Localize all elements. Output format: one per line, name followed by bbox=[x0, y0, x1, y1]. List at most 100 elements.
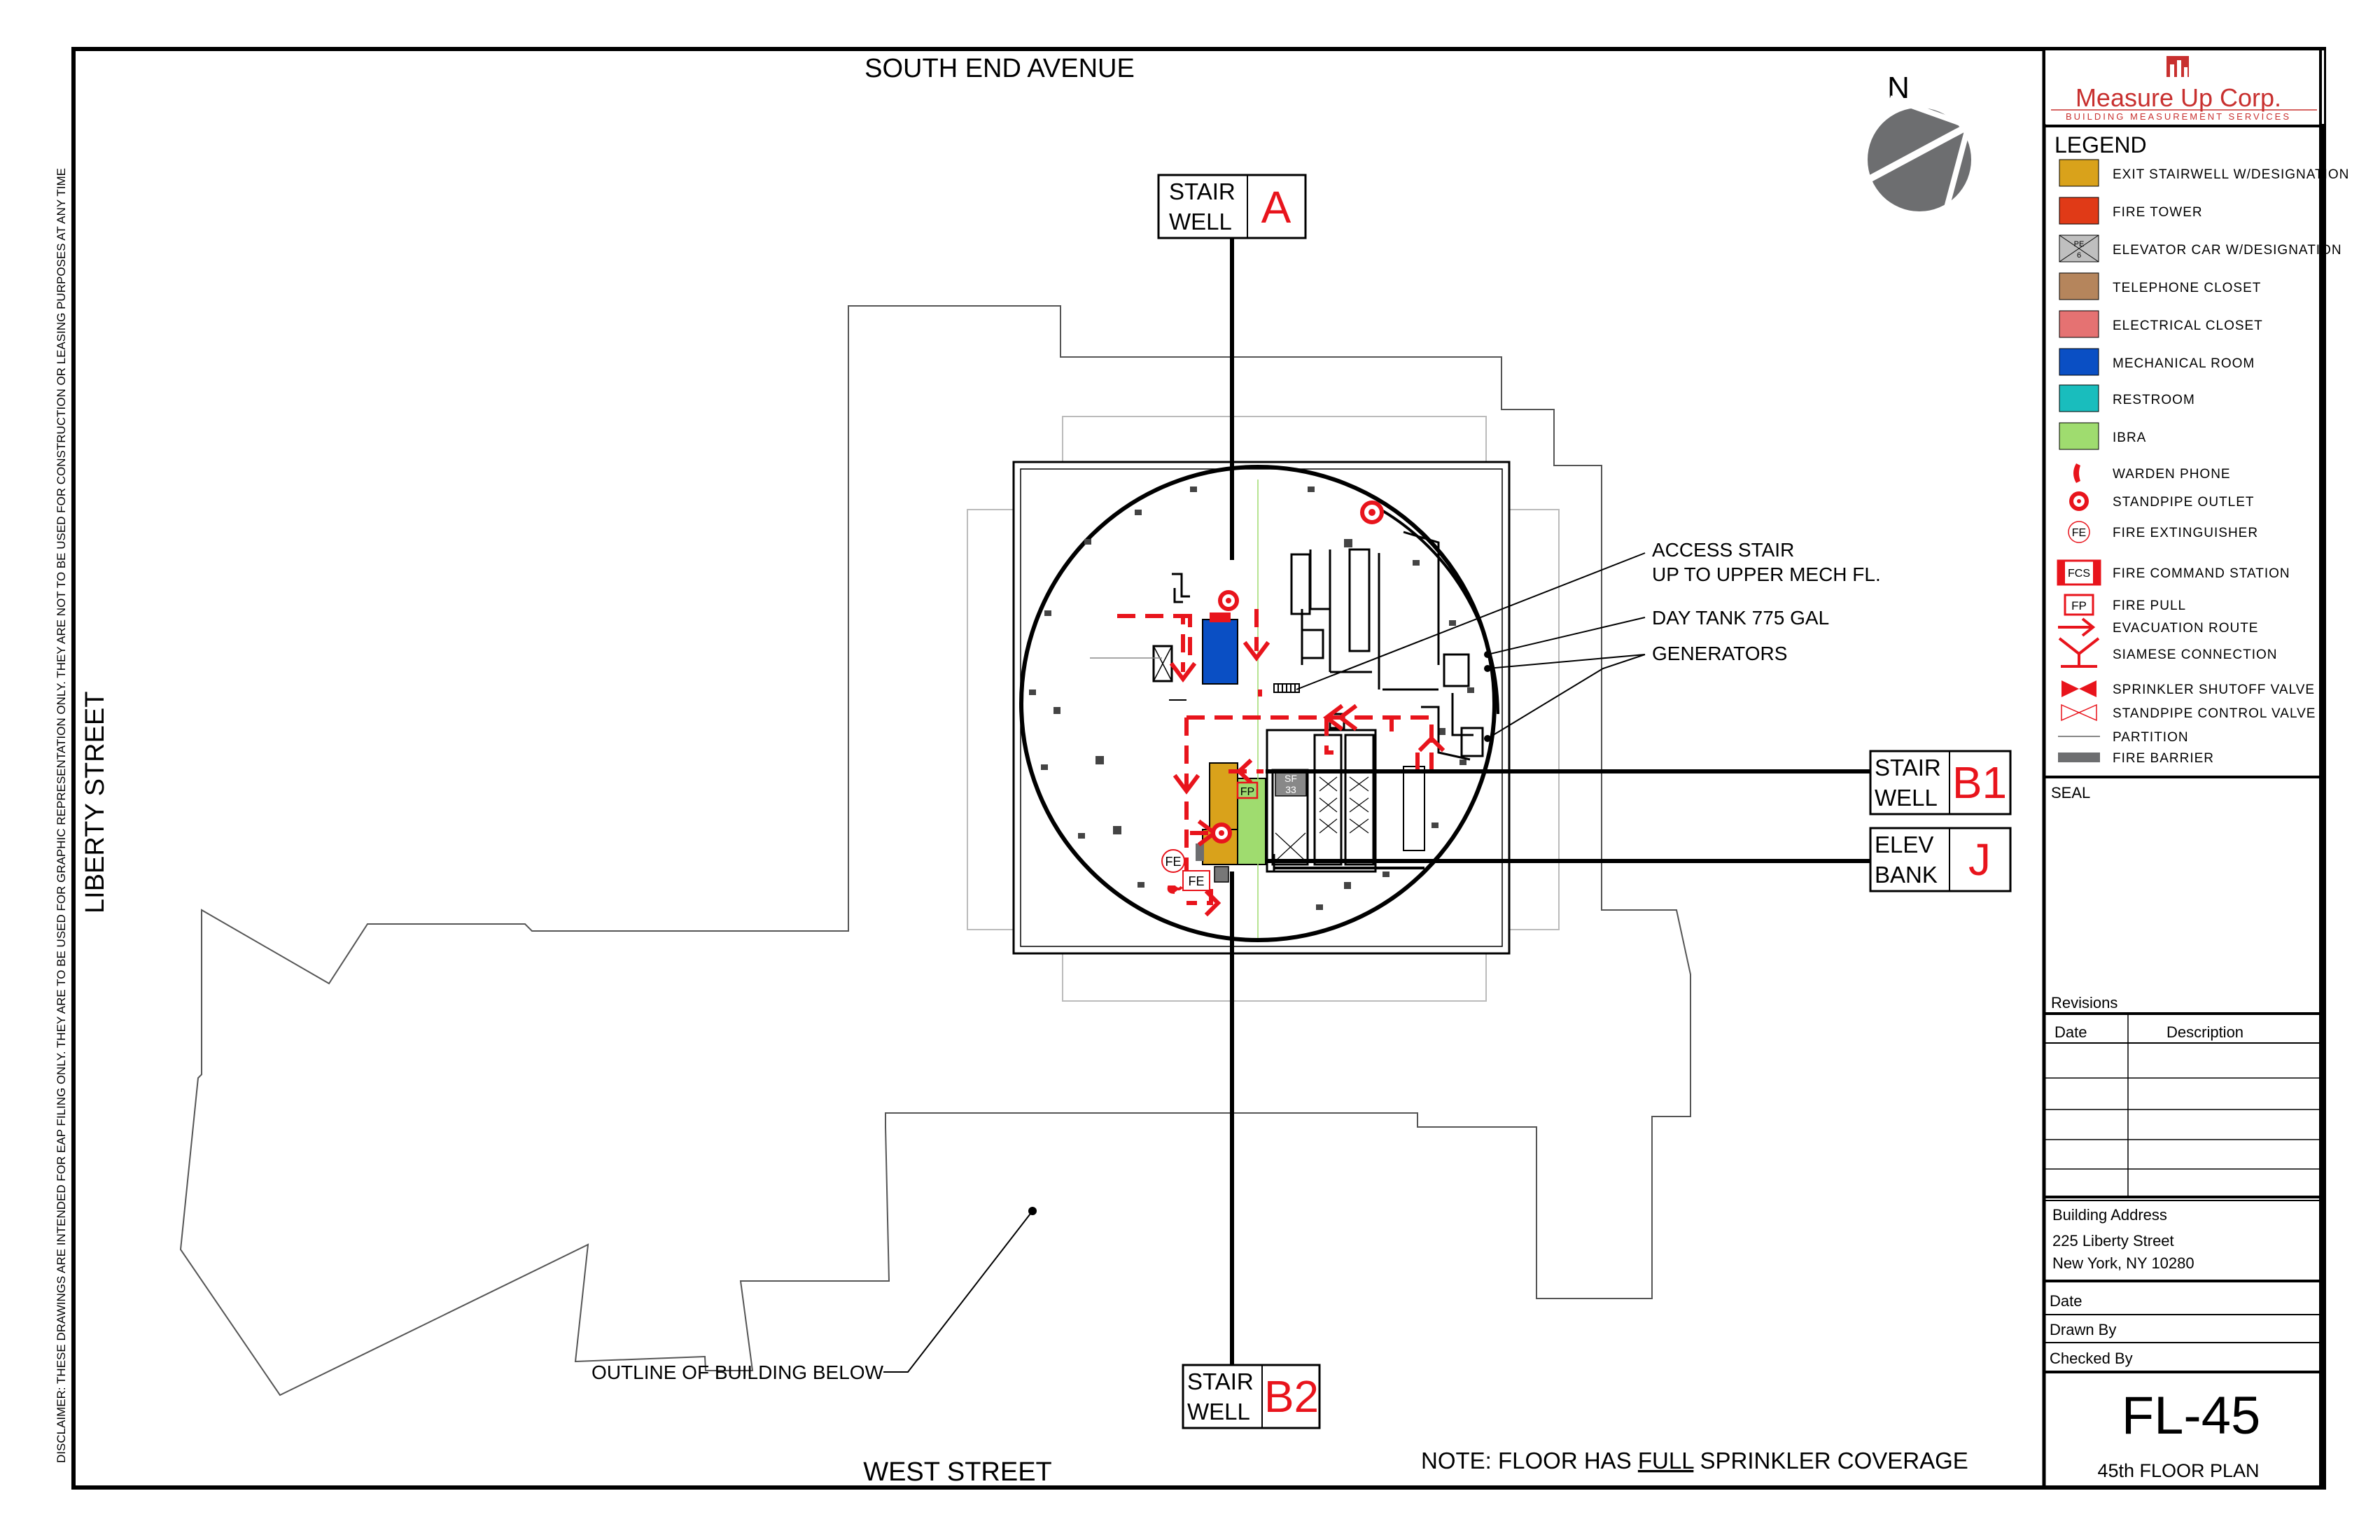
column-markers bbox=[1029, 486, 1474, 910]
legend-label: EVACUATION ROUTE bbox=[2113, 621, 2258, 636]
callout-b1-line1: STAIR bbox=[1875, 755, 1941, 780]
callout-a-line2: WELL bbox=[1169, 209, 1232, 234]
standpipe-outlet-3 bbox=[1211, 822, 1232, 844]
mechanical-room bbox=[1202, 619, 1238, 685]
callout-b1-id: B1 bbox=[1952, 757, 2007, 808]
signoff-date: Date bbox=[2050, 1292, 2082, 1310]
seal-label: SEAL bbox=[2051, 784, 2090, 802]
legend-swatch bbox=[2059, 310, 2099, 338]
outline-dot bbox=[1028, 1207, 1037, 1215]
generators-label: GENERATORS bbox=[1652, 643, 1787, 664]
legend-swatch bbox=[2059, 422, 2099, 450]
legend-label: ELEVATOR CAR W/DESIGNATION bbox=[2113, 243, 2342, 258]
company-name: Measure Up Corp. bbox=[2076, 83, 2281, 112]
floor-circle bbox=[1019, 465, 1497, 942]
legend-row: MECHANICAL ROOM bbox=[2059, 348, 2254, 376]
fire-pull-label: FP bbox=[1240, 786, 1254, 798]
legend-row: IBRA bbox=[2059, 422, 2146, 450]
elevator: PE6 bbox=[2059, 234, 2099, 262]
fire-barrier-mark bbox=[1196, 844, 1204, 861]
signoff-checked: Checked By bbox=[2050, 1350, 2133, 1367]
day-tank-dot bbox=[1484, 651, 1491, 658]
callout-j-id: J bbox=[1968, 834, 1991, 885]
northeast-arc bbox=[1370, 503, 1499, 715]
legend-row: EVACUATION ROUTE bbox=[2058, 617, 2258, 637]
fire-pull-marker bbox=[1236, 781, 1259, 799]
legend-label: IBRA bbox=[2113, 430, 2146, 445]
access-stair-label-1: ACCESS STAIR bbox=[1652, 539, 1794, 561]
revisions-col-desc: Description bbox=[2166, 1023, 2244, 1041]
fcs-icon: FCS bbox=[2057, 559, 2101, 586]
callout-b1-line2: WELL bbox=[1875, 785, 1938, 811]
legend-label: FIRE TOWER bbox=[2113, 205, 2203, 220]
legend-row: SPRINKLER SHUTOFF VALVE bbox=[2062, 680, 2314, 697]
callout-b2-line1: STAIR bbox=[1187, 1368, 1254, 1394]
outline-label: OUTLINE OF BUILDING BELOW bbox=[592, 1362, 884, 1383]
callout-a-line1: STAIR bbox=[1169, 178, 1236, 204]
legend-row: STANDPIPE OUTLET bbox=[2069, 491, 2255, 511]
exit-stairwell-b1 bbox=[1209, 762, 1238, 830]
signoff-drawn: Drawn By bbox=[2050, 1321, 2116, 1338]
legend-label: TELEPHONE CLOSET bbox=[2113, 281, 2261, 295]
legend-row: RESTROOM bbox=[2059, 384, 2195, 412]
extinguisher-icon: FE bbox=[2068, 521, 2090, 543]
legend-sym: FP bbox=[2071, 599, 2087, 612]
annotation-leaders bbox=[883, 552, 1646, 1373]
legend-row: PARTITION bbox=[2058, 730, 2188, 745]
generator-dot-2 bbox=[1484, 735, 1491, 742]
legend-title: LEGEND bbox=[2054, 132, 2147, 158]
callout-a-id: A bbox=[1261, 182, 1292, 232]
street-west-label: LIBERTY STREET bbox=[80, 692, 110, 913]
sheet-number: FL-45 bbox=[2122, 1386, 2261, 1446]
telephone-closet bbox=[1214, 866, 1229, 883]
sprinkler-note: NOTE: FLOOR HAS FULL SPRINKLER COVERAGE bbox=[1421, 1448, 1968, 1474]
legend-label: FIRE COMMAND STATION bbox=[2113, 566, 2290, 581]
legend-label: SIAMESE CONNECTION bbox=[2113, 648, 2277, 662]
legend-label: RESTROOM bbox=[2113, 393, 2195, 407]
sheet-title: 45th FLOOR PLAN bbox=[2097, 1460, 2259, 1481]
legend-row: TELEPHONE CLOSET bbox=[2059, 272, 2261, 300]
address-label: Building Address bbox=[2052, 1206, 2167, 1224]
legend-row: STANDPIPE CONTROL VALVE bbox=[2061, 704, 2315, 722]
address-line2: New York, NY 10280 bbox=[2052, 1254, 2194, 1272]
standpipe-outlet-2 bbox=[1360, 500, 1384, 524]
evac-icon bbox=[2058, 617, 2096, 637]
siamese-icon bbox=[2058, 637, 2100, 668]
standpipe-outlet-1 bbox=[1218, 590, 1239, 611]
callout-stair-b1: STAIR WELL B1 bbox=[1869, 750, 2012, 816]
disclaimer-text: DISCLAIMER: THESE DRAWINGS ARE INTENDED … bbox=[55, 168, 68, 1463]
legend-label: ELECTRICAL CLOSET bbox=[2113, 318, 2263, 333]
phone-icon bbox=[2073, 463, 2080, 483]
revisions-table bbox=[2044, 1014, 2320, 1197]
callout-elev-j: ELEV BANK J bbox=[1869, 827, 2012, 892]
sf-box bbox=[1275, 771, 1307, 797]
fire-extinguisher-label-2: FE bbox=[1188, 874, 1204, 888]
legend-row: FCS FIRE COMMAND STATION bbox=[2057, 559, 2290, 586]
legend-row: PE6 ELEVATOR CAR W/DESIGNATION bbox=[2059, 234, 2342, 262]
fire-extinguisher-icon-2 bbox=[1182, 870, 1210, 891]
callout-b2-id: B2 bbox=[1264, 1371, 1319, 1422]
legend-swatch bbox=[2059, 384, 2099, 412]
callout-j-line2: BANK bbox=[1875, 862, 1938, 888]
day-tank-label: DAY TANK 775 GAL bbox=[1652, 607, 1829, 629]
revisions-title: Revisions bbox=[2051, 994, 2118, 1011]
legend-label: WARDEN PHONE bbox=[2113, 467, 2231, 482]
legend-sym2: 6 bbox=[2077, 251, 2081, 260]
generator-dot-1 bbox=[1484, 665, 1491, 672]
sheet-border bbox=[71, 47, 2326, 1490]
firepull-icon: FP bbox=[2064, 594, 2094, 616]
legend-swatch bbox=[2059, 197, 2099, 225]
legend-label: STANDPIPE OUTLET bbox=[2113, 495, 2255, 510]
callout-b2-line2: WELL bbox=[1187, 1399, 1250, 1424]
sprinkler-valve-icon bbox=[2062, 680, 2096, 697]
street-south-label: WEST STREET bbox=[863, 1457, 1052, 1487]
standpipe-icon bbox=[2069, 491, 2089, 511]
legend-sym: FCS bbox=[2068, 568, 2090, 580]
company-logo: Measure Up Corp. BUILDING MEASUREMENT SE… bbox=[2051, 56, 2317, 122]
fire-extinguisher-icon-1 bbox=[1161, 849, 1185, 873]
access-stair-label-2: UP TO UPPER MECH FL. bbox=[1652, 564, 1881, 585]
